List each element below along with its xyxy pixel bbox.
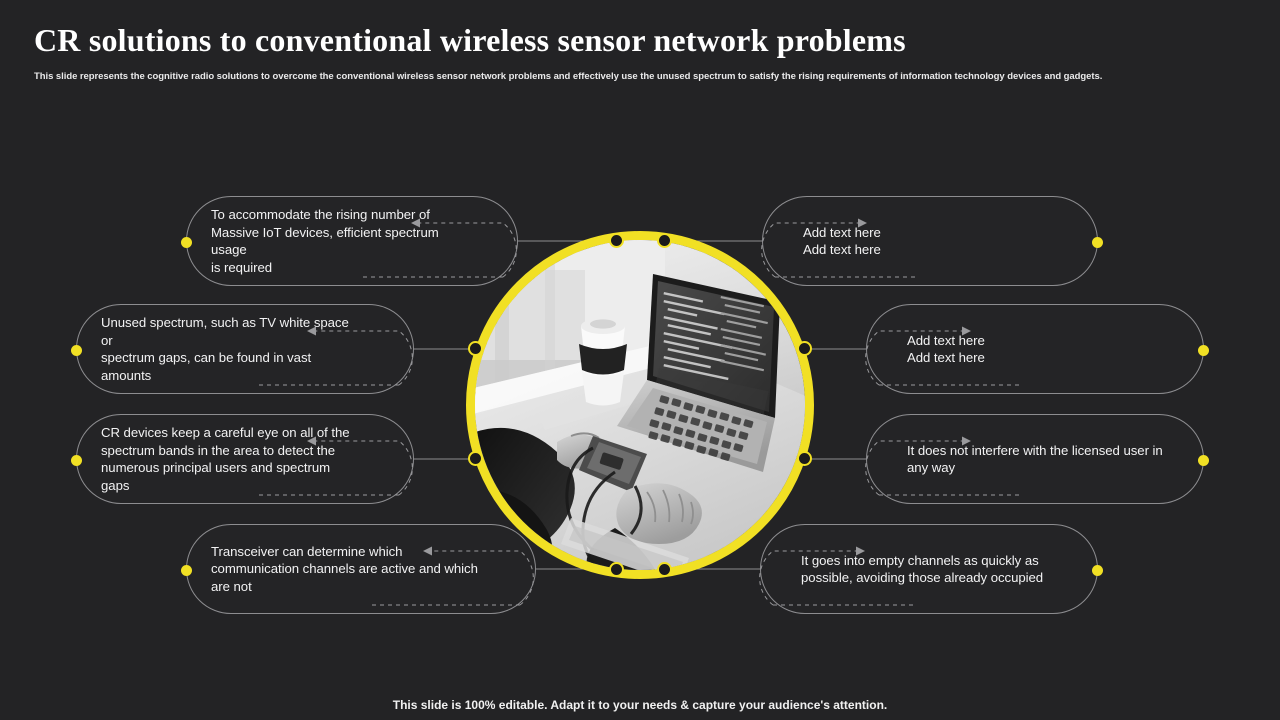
ring-node[interactable] <box>468 341 483 356</box>
node-dot <box>71 344 82 356</box>
ring-node[interactable] <box>609 233 624 248</box>
list-item[interactable]: Add text here Add text here <box>865 304 1209 394</box>
ring-node[interactable] <box>468 451 483 466</box>
ring-node[interactable] <box>609 562 624 577</box>
list-item-text: To accommodate the rising number of Mass… <box>211 207 439 275</box>
center-image-ring <box>466 231 814 579</box>
list-item[interactable]: Transceiver can determine which communic… <box>181 524 536 614</box>
ring-node[interactable] <box>797 341 812 356</box>
list-item[interactable]: CR devices keep a careful eye on all of … <box>71 414 414 504</box>
list-item-text: It does not interfere with the licensed … <box>907 442 1163 476</box>
node-dot <box>1092 236 1103 248</box>
list-item[interactable]: It does not interfere with the licensed … <box>865 414 1209 504</box>
list-item-text: CR devices keep a careful eye on all of … <box>101 425 350 493</box>
list-item[interactable]: It goes into empty channels as quickly a… <box>759 524 1103 614</box>
node-dot <box>1092 564 1103 576</box>
node-dot <box>71 454 82 466</box>
ring-node[interactable] <box>797 451 812 466</box>
list-item[interactable]: Unused spectrum, such as TV white space … <box>71 304 414 394</box>
list-item-text: Unused spectrum, such as TV white space … <box>101 315 349 383</box>
slide-footer: This slide is 100% editable. Adapt it to… <box>392 698 888 712</box>
node-dot <box>1198 454 1209 466</box>
list-item-text: Add text here Add text here <box>907 332 985 366</box>
page-subtitle: This slide represents the cognitive radi… <box>34 71 1103 82</box>
page-title: CR solutions to conventional wireless se… <box>34 22 906 58</box>
laptop-photo-icon <box>475 240 805 570</box>
ring-node[interactable] <box>657 233 672 248</box>
center-image-wrap <box>466 231 814 579</box>
node-dot <box>181 236 192 248</box>
list-item[interactable]: Add text here Add text here <box>761 196 1103 286</box>
slide-header: CR solutions to conventional wireless se… <box>0 0 1280 100</box>
ring-node[interactable] <box>657 562 672 577</box>
node-dot <box>181 564 192 576</box>
list-item[interactable]: To accommodate the rising number of Mass… <box>181 196 518 286</box>
node-dot <box>1198 344 1209 356</box>
